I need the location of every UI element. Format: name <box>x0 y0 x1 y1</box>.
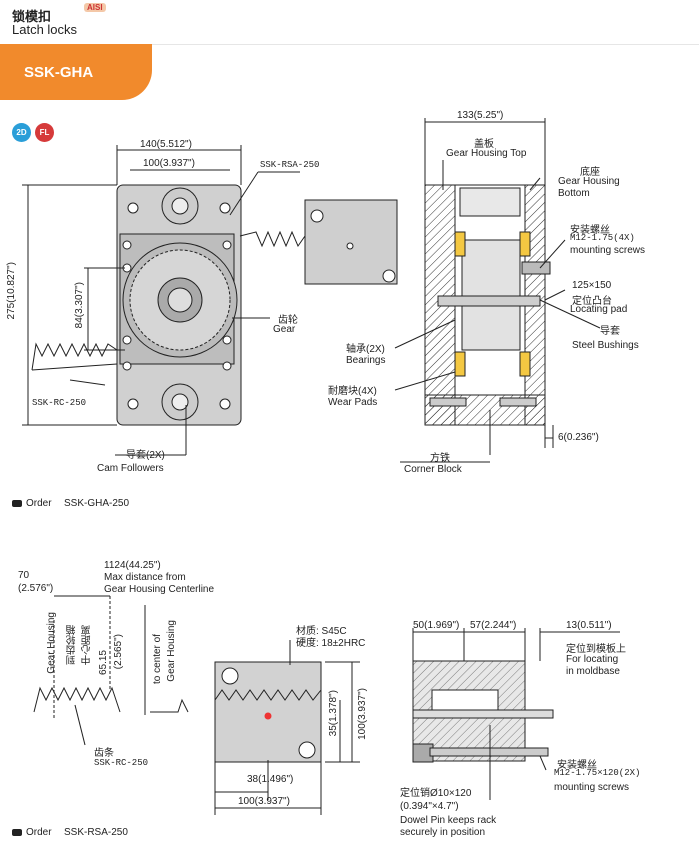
order2-label: Order <box>26 827 52 838</box>
cn-v2: 中心距离 <box>82 625 93 665</box>
cn-v1: 到齿轮箱 <box>67 625 78 665</box>
dim-100-v: 100(3.937") <box>357 688 368 740</box>
locate-en1: For locating <box>566 654 619 665</box>
bearing-cn: 轴承(2X) <box>346 344 385 355</box>
rack-cn: 齿条 <box>94 748 114 759</box>
hardness: 硬度: 18±2HRC <box>296 638 366 649</box>
screws2-en: mounting screws <box>554 782 630 793</box>
dim-35: 35(1.378") <box>328 690 339 737</box>
title-en: Latch locks <box>12 22 78 37</box>
dowel-dim: (0.394"×4.7") <box>400 801 459 812</box>
rack-left-code: SSK-RC-250 <box>32 398 87 408</box>
order1-label: Order <box>26 498 52 509</box>
locate-en2: in moldbase <box>566 666 620 677</box>
max-en1: Max distance from <box>104 572 186 583</box>
dim-100: 100(3.937") <box>143 158 195 169</box>
pad-spec: 125×150 <box>572 280 612 291</box>
screws2-spec: M12-1.75×120(2X) <box>554 768 641 778</box>
material: 材质: S45C <box>296 626 347 637</box>
badge-fl[interactable]: FL <box>35 123 54 142</box>
header-divider <box>0 44 699 45</box>
order1-code: SSK-GHA-250 <box>64 498 130 509</box>
order2-code: SSK-RSA-250 <box>64 827 128 838</box>
to-center2: Gear Housing <box>166 620 177 682</box>
bush-en: Steel Bushings <box>572 340 639 351</box>
top-en: Gear Housing Top <box>446 148 527 159</box>
dim-57: 57(2.244") <box>470 620 517 631</box>
bottom-cn: 底座 <box>580 167 600 178</box>
bottom-en1: Gear Housing <box>558 176 620 187</box>
model-code: SSK-GHA <box>24 64 94 81</box>
cam-cn: 导套(2X) <box>126 450 165 461</box>
front-view <box>22 145 398 456</box>
dim-65-inch: (2.565") <box>113 634 124 670</box>
gear-housing-label: Gear Housing <box>46 612 57 674</box>
rack-right-code: SSK-RSA-250 <box>260 160 320 170</box>
gear-en: Gear <box>273 324 296 335</box>
corner-cn: 方铁 <box>430 453 450 464</box>
rack-view <box>33 595 360 815</box>
screws-cn: 安装螺丝 <box>570 225 610 236</box>
rack-code: SSK-RC-250 <box>94 758 149 768</box>
model-tab <box>0 44 152 100</box>
order-phone-icons <box>12 500 22 836</box>
dowel-en1: Dowel Pin keeps rack <box>400 815 497 826</box>
top-cn: 盖板 <box>474 139 494 150</box>
rack-side-view <box>412 628 620 800</box>
dowel-cn: 定位销Ø10×120 <box>400 788 472 799</box>
dim-1124: 1124(44.25") <box>104 560 161 571</box>
cam-en: Cam Followers <box>97 463 164 474</box>
aisi-badge: AISI <box>84 3 106 12</box>
dim-6: 6(0.236") <box>558 432 599 443</box>
bush-cn: 导套 <box>600 326 620 337</box>
title-cn: 锁模扣 <box>12 9 52 24</box>
dim-50: 50(1.969") <box>413 620 460 631</box>
to-center1: to center of <box>152 634 163 685</box>
dim-140: 140(5.512") <box>140 139 192 150</box>
dim-70: 70 <box>18 570 30 581</box>
wear-en: Wear Pads <box>328 397 378 408</box>
dim-38: 38(1.496") <box>247 774 294 785</box>
dim-70-inch: (2.576") <box>18 583 54 594</box>
screws-en: mounting screws <box>570 245 646 256</box>
screws-spec: M12-1.75(4X) <box>570 233 635 243</box>
dim-65: 65.15 <box>98 650 109 676</box>
wear-cn: 耐磨块(4X) <box>328 386 377 397</box>
badge-2d[interactable]: 2D <box>12 123 31 142</box>
pad-cn: 定位凸台 <box>572 296 612 307</box>
dowel-en2: securely in position <box>400 827 486 838</box>
dim-100-h: 100(3.937") <box>238 796 290 807</box>
screws2-cn: 安装螺丝 <box>557 760 597 771</box>
section-view <box>394 118 601 463</box>
bearing-en: Bearings <box>346 355 386 366</box>
bottom-en2: Bottom <box>558 188 590 199</box>
corner-en: Corner Block <box>404 464 462 475</box>
dim-13: 13(0.511") <box>566 620 612 631</box>
locate-cn: 定位到模板上 <box>566 644 626 655</box>
gear-cn: 齿轮 <box>278 315 298 326</box>
max-en2: Gear Housing Centerline <box>104 584 215 595</box>
dim-133: 133(5.25") <box>457 110 504 121</box>
dim-84: 84(3.307") <box>74 282 85 329</box>
pad-en: Locating pad <box>570 304 628 315</box>
dim-275: 275(10.827") <box>6 262 17 320</box>
